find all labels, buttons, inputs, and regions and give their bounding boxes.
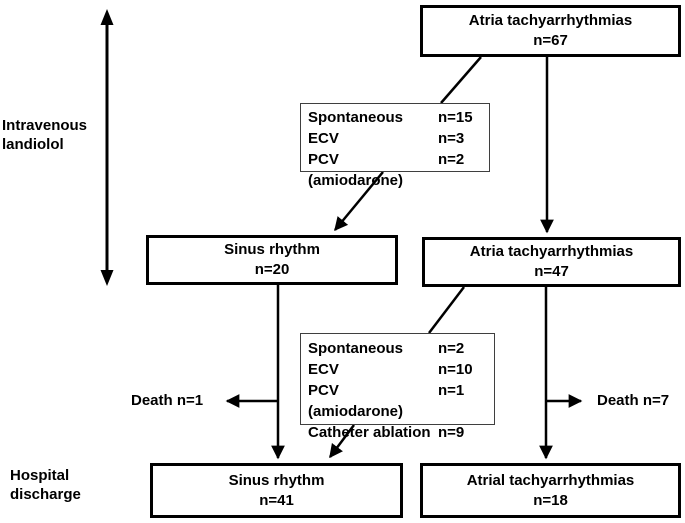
conversion-row: Spontaneous n=15 <box>308 107 483 128</box>
conversion-row: ECV n=3 <box>308 128 483 149</box>
box-count: n=67 <box>533 32 568 49</box>
conversion-label: Spontaneous <box>308 109 404 126</box>
death-label-left: Death n=1 <box>131 392 204 409</box>
conversion-label: PCV (amiodarone) <box>308 151 404 189</box>
line-baseline-to-conversion1 <box>440 56 482 104</box>
phase-label-line: Hospital <box>10 467 70 484</box>
line-atria47-to-conversion2 <box>428 286 465 334</box>
box-atrial-tachyarrhythmias-n18: Atrial tachyarrhythmias n=18 <box>420 463 681 518</box>
conversion-value: n=9 <box>438 424 465 441</box>
box-count: n=41 <box>259 491 294 509</box>
conversion-value: n=1 <box>438 382 465 399</box>
conversion-label: Catheter ablation <box>308 424 431 441</box>
box-count: n=18 <box>533 491 568 509</box>
box-title: Sinus rhythm <box>224 241 320 258</box>
conversion-value: n=10 <box>438 361 473 378</box>
conversion-row: PCV (amiodarone) n=2 <box>308 149 483 191</box>
box-atria-tachyarrhythmias-baseline: Atria tachyarrhythmias n=67 <box>420 5 681 57</box>
box-conversion-methods-1: Spontaneous n=15 ECV n=3 PCV (amiodarone… <box>300 103 490 189</box>
arrow-conversion2-to-sinus41 <box>329 424 355 459</box>
conversion-row: Spontaneous n=2 <box>308 338 488 359</box>
conversion-value: n=3 <box>438 130 465 147</box>
box-count: n=47 <box>534 263 569 280</box>
box-sinus-rhythm-n41: Sinus rhythm n=41 <box>150 463 403 518</box>
conversion-value: n=15 <box>438 109 473 126</box>
box-title: Sinus rhythm <box>228 471 325 489</box>
conversion-label: ECV <box>308 130 339 147</box>
treatment-period-double-arrow <box>100 9 114 286</box>
conversion-label: Spontaneous <box>308 340 404 357</box>
conversion-value: n=2 <box>438 340 465 357</box>
conversion-label: PCV (amiodarone) <box>308 382 404 420</box>
phase-label-hospital-discharge: Hospital discharge <box>10 466 110 504</box>
box-title: Atria tachyarrhythmias <box>468 12 633 29</box>
box-sinus-rhythm-n20: Sinus rhythm n=20 <box>146 235 398 285</box>
arrow-conversion1-to-sinus20 <box>334 171 384 232</box>
conversion-value: n=2 <box>438 151 465 168</box>
box-title: Atria tachyarrhythmias <box>469 243 634 260</box>
conversion-label: ECV <box>308 361 339 378</box>
death-label-right: Death n=7 <box>597 392 670 409</box>
box-count: n=20 <box>254 261 290 278</box>
box-atria-tachyarrhythmias-n47: Atria tachyarrhythmias n=47 <box>422 237 681 287</box>
conversion-row: ECV n=10 <box>308 359 488 380</box>
phase-label-line: Intravenous <box>2 117 88 134</box>
box-conversion-methods-2: Spontaneous n=2 ECV n=10 PCV (amiodarone… <box>300 333 495 441</box>
box-title: Atrial tachyarrhythmias <box>466 471 635 489</box>
conversion-row: PCV (amiodarone) n=1 <box>308 380 488 422</box>
conversion-row: Catheter ablation n=9 <box>308 422 488 443</box>
phase-label-intravenous-landiolol: Intravenous landiolol <box>2 116 104 154</box>
phase-label-line: landiolol <box>2 136 64 153</box>
phase-label-line: discharge <box>10 486 81 503</box>
